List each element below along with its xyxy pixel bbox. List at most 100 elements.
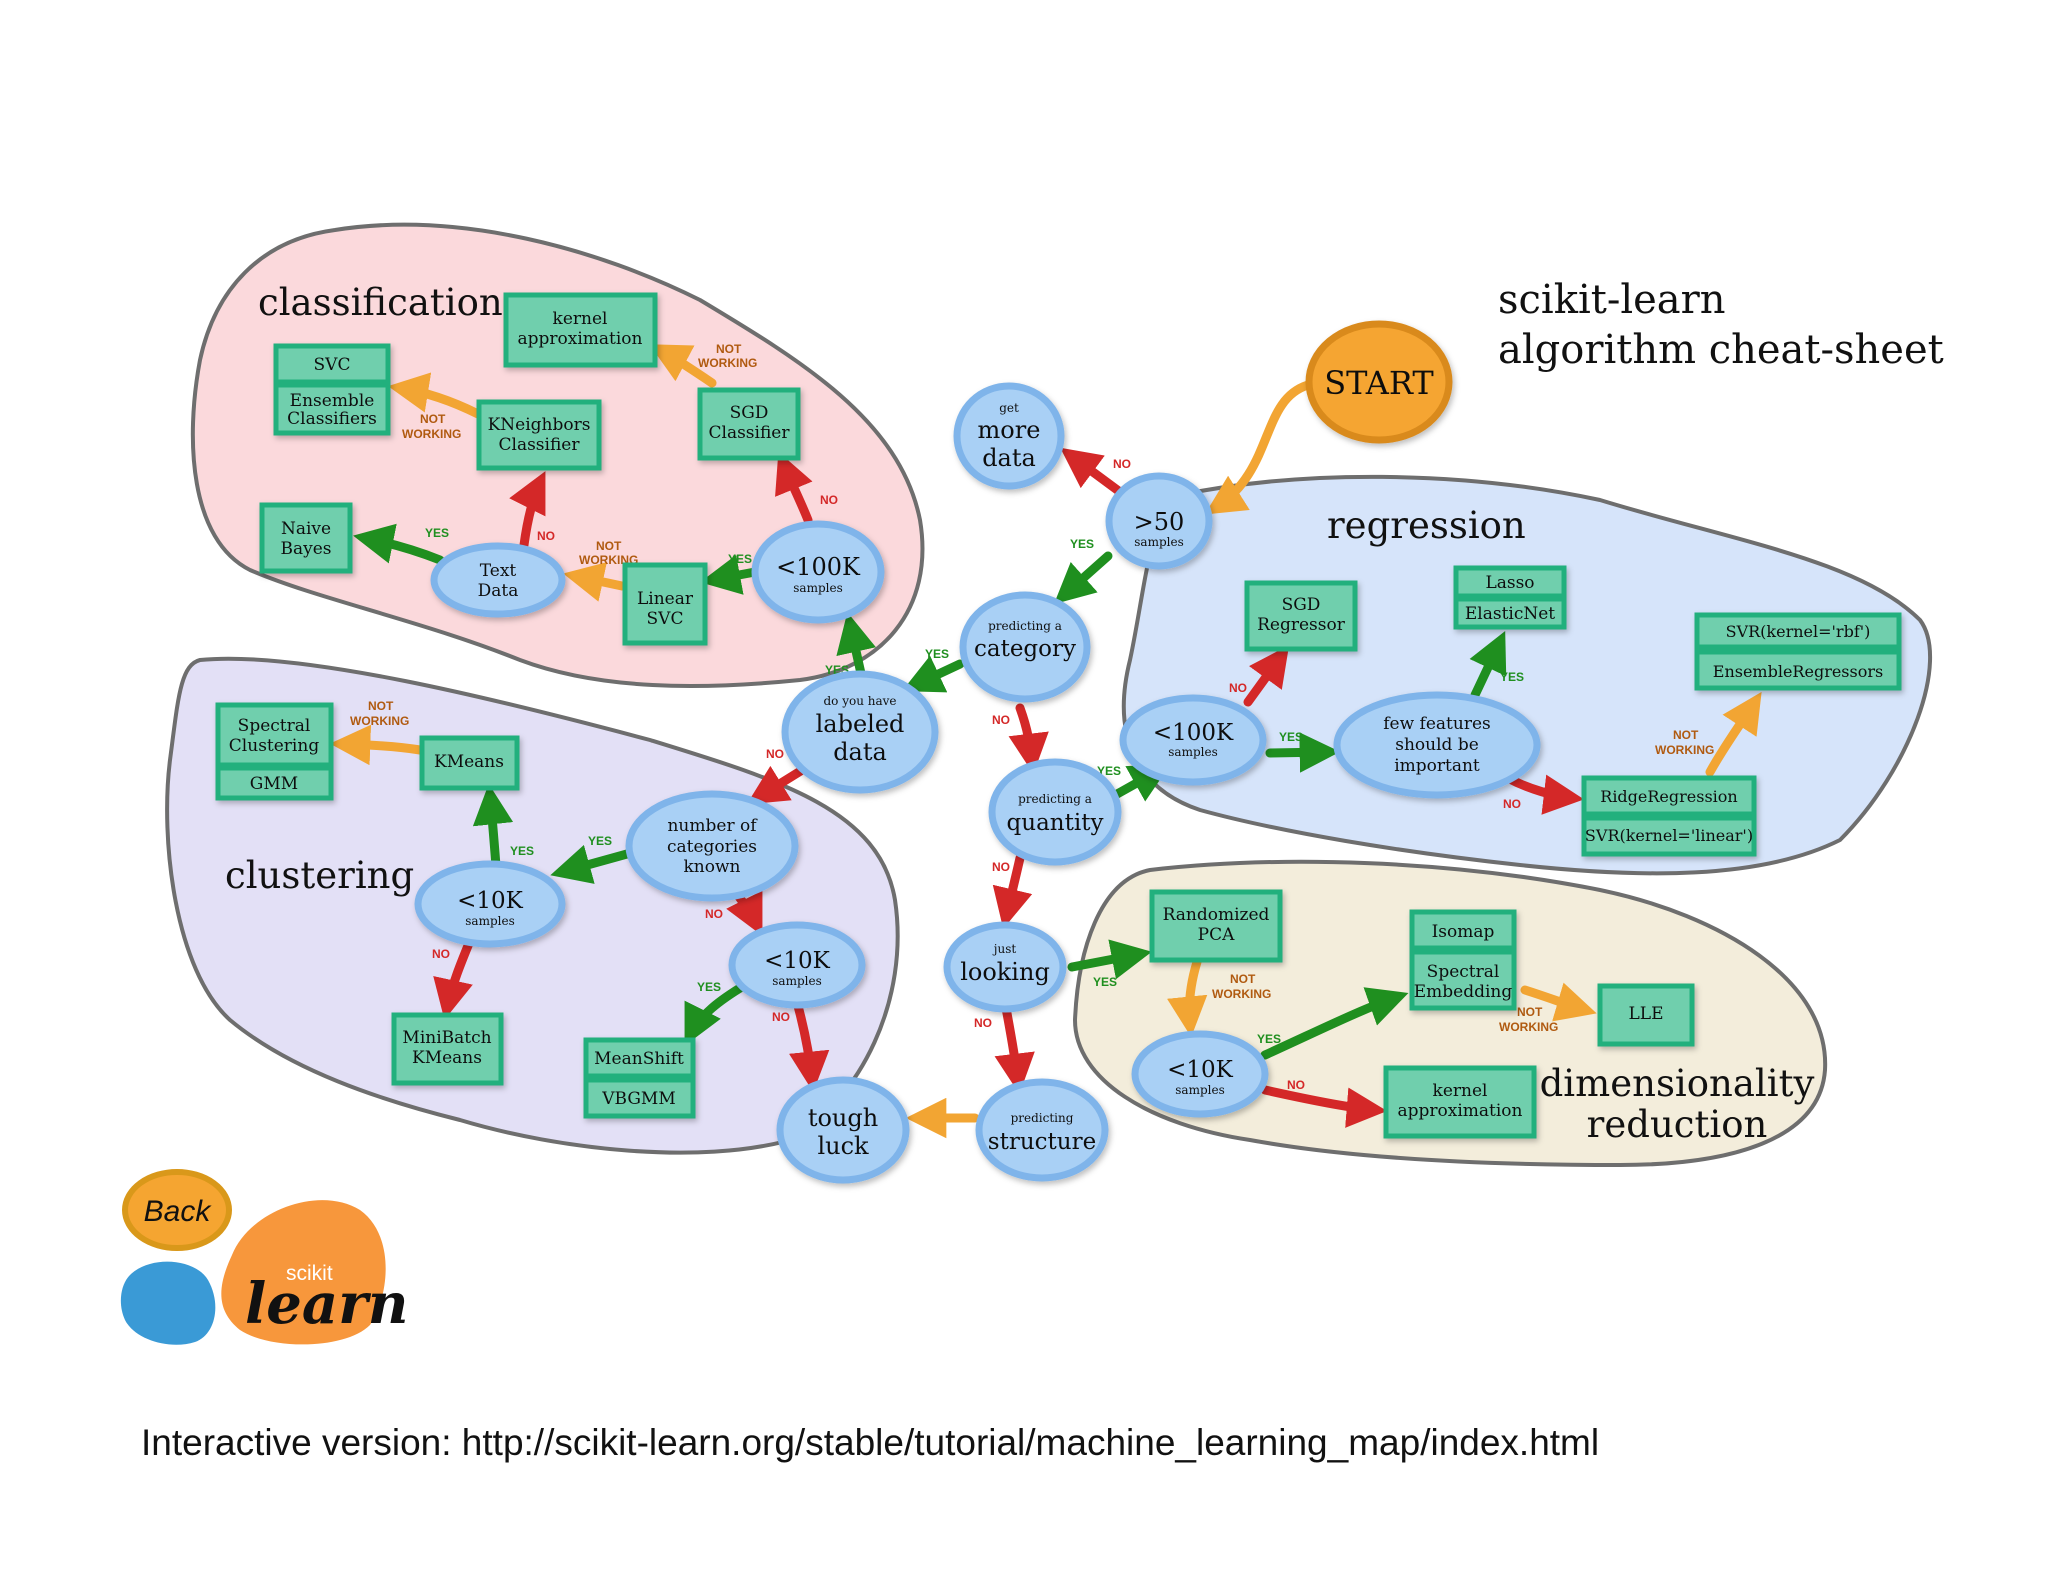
svg-text:few features: few features [1383, 714, 1491, 734]
box-ensemble-classifiers[interactable]: Ensemble Classifiers [273, 382, 391, 436]
node-number-of-categories[interactable]: number of categories known [625, 790, 799, 902]
box-sgd-regressor[interactable]: SGD Regressor [1244, 580, 1358, 652]
edge-gt50-to-category [1053, 551, 1113, 605]
svg-text:data: data [982, 444, 1036, 472]
node-gt50-samples[interactable]: >50 samples [1105, 472, 1213, 570]
svg-text:samples: samples [793, 581, 842, 595]
svg-text:SVC: SVC [647, 609, 684, 629]
svg-text:labeled: labeled [816, 710, 905, 738]
node-few-features[interactable]: few features should be important [1333, 691, 1541, 799]
svg-text:Embedding: Embedding [1414, 982, 1513, 1002]
label-not: NOT [596, 539, 622, 553]
edge-dim10k-to-kernel [1260, 1085, 1388, 1128]
node-text-data[interactable]: Text Data [430, 542, 566, 618]
edge-reg100k-to-few [1265, 732, 1341, 773]
svg-text:Randomized: Randomized [1163, 905, 1270, 925]
svg-text:Naive: Naive [281, 519, 331, 539]
label-working: WORKING [1655, 743, 1714, 757]
svg-text:Isomap: Isomap [1432, 922, 1495, 942]
box-randomized-pca[interactable]: Randomized PCA [1149, 889, 1283, 963]
box-kmeans[interactable]: KMeans [419, 735, 520, 791]
svg-text:number of: number of [667, 816, 758, 836]
svg-text:Classifiers: Classifiers [287, 409, 377, 429]
box-kneighbors-classifier[interactable]: KNeighbors Classifier [476, 399, 602, 471]
label-working: WORKING [698, 356, 757, 370]
svg-text:important: important [1394, 756, 1480, 776]
label-no: NO [705, 907, 723, 921]
box-lasso[interactable]: Lasso [1453, 565, 1567, 599]
edge-labeled-to-cls100k [836, 612, 876, 683]
svg-text:KNeighbors: KNeighbors [488, 415, 591, 435]
svg-text:approximation: approximation [518, 329, 643, 349]
svg-text:samples: samples [772, 974, 821, 988]
box-naive-bayes[interactable]: Naive Bayes [259, 502, 353, 574]
box-kernel-approximation-classification[interactable]: kernel approximation [503, 292, 658, 368]
node-predicting-structure[interactable]: predicting structure [975, 1078, 1109, 1182]
box-gmm[interactable]: GMM [215, 765, 334, 801]
label-working: WORKING [1499, 1020, 1558, 1034]
edge-sgd-to-kernel [649, 344, 717, 388]
svg-text:PCA: PCA [1198, 925, 1235, 945]
box-svr-linear[interactable]: SVR(kernel='linear') [1581, 815, 1757, 857]
node-predicting-category[interactable]: predicting a category [959, 591, 1091, 703]
box-sgd-classifier[interactable]: SGD Classifier [697, 387, 801, 461]
box-meanshift[interactable]: MeanShift [583, 1037, 696, 1079]
svg-text:Text: Text [480, 561, 517, 581]
svg-text:<100K: <100K [1153, 720, 1234, 746]
box-ensemble-regressors[interactable]: EnsembleRegressors [1694, 649, 1902, 691]
label-yes: YES [588, 834, 612, 848]
svg-text:LLE: LLE [1629, 1004, 1664, 1024]
node-just-looking[interactable]: just looking [943, 921, 1067, 1013]
box-lle[interactable]: LLE [1597, 983, 1695, 1047]
box-vbgmm[interactable]: VBGMM [583, 1077, 696, 1119]
svg-text:samples: samples [1168, 745, 1217, 759]
box-ridge-regression[interactable]: RidgeRegression [1581, 775, 1757, 817]
box-spectral-clustering[interactable]: Spectral Clustering [215, 702, 334, 768]
node-get-more-data[interactable]: get more data [953, 382, 1065, 490]
back-button[interactable]: Back [122, 1169, 232, 1251]
box-kernel-approximation-dimensionality[interactable]: kernel approximation [1383, 1065, 1537, 1139]
box-spectral-embedding[interactable]: Spectral Embedding [1409, 949, 1517, 1011]
box-svr-rbf[interactable]: SVR(kernel='rbf') [1694, 612, 1902, 650]
label-yes: YES [728, 552, 752, 566]
classification-title: classification [258, 281, 503, 324]
svg-text:<100K: <100K [776, 553, 861, 581]
svg-text:should be: should be [1395, 735, 1479, 755]
svg-text:Linear: Linear [637, 589, 694, 609]
label-yes: YES [1093, 975, 1117, 989]
edge-kmeans-to-spectral [329, 724, 425, 766]
svg-text:ElasticNet: ElasticNet [1465, 604, 1555, 624]
box-isomap[interactable]: Isomap [1409, 909, 1517, 951]
svg-text:samples: samples [465, 914, 514, 928]
node-regression-100k[interactable]: <100K samples [1119, 694, 1267, 786]
box-linear-svc[interactable]: Linear SVC [622, 562, 708, 646]
node-clustering-10k-left[interactable]: <10K samples [414, 860, 566, 948]
svg-text:Regressor: Regressor [1257, 615, 1346, 635]
interactive-version-url[interactable]: Interactive version: http://scikit-learn… [141, 1422, 1600, 1463]
svg-text:categories: categories [667, 837, 757, 857]
node-predicting-quantity[interactable]: predicting a quantity [988, 758, 1122, 866]
node-labeled-data[interactable]: do you have labeled data [781, 670, 939, 794]
label-no: NO [992, 860, 1010, 874]
box-elasticnet[interactable]: ElasticNet [1453, 596, 1567, 630]
node-clustering-10k-right[interactable]: <10K samples [728, 921, 866, 1009]
edge-cls100k-to-linearsvc [700, 554, 760, 595]
node-tough-luck[interactable]: tough luck [776, 1076, 910, 1184]
label-yes: YES [1257, 1032, 1281, 1046]
box-minibatch-kmeans[interactable]: MiniBatch KMeans [391, 1012, 504, 1086]
svg-text:Bayes: Bayes [280, 539, 331, 559]
node-classification-100k[interactable]: <100K samples [751, 520, 885, 624]
svg-text:VBGMM: VBGMM [601, 1089, 675, 1109]
label-not: NOT [1517, 1005, 1543, 1019]
label-working: WORKING [350, 714, 409, 728]
label-no: NO [766, 747, 784, 761]
node-dimensionality-10k[interactable]: <10K samples [1131, 1030, 1269, 1118]
edge-pca-to-dim10k [1167, 957, 1208, 1038]
label-no: NO [992, 713, 1010, 727]
svg-text:do you have: do you have [823, 694, 896, 708]
start-node[interactable]: START [1305, 320, 1453, 444]
svg-text:Clustering: Clustering [229, 736, 320, 756]
box-svc[interactable]: SVC [273, 343, 391, 385]
edge-few-to-lasso [1469, 631, 1507, 700]
label-yes: YES [1279, 730, 1303, 744]
